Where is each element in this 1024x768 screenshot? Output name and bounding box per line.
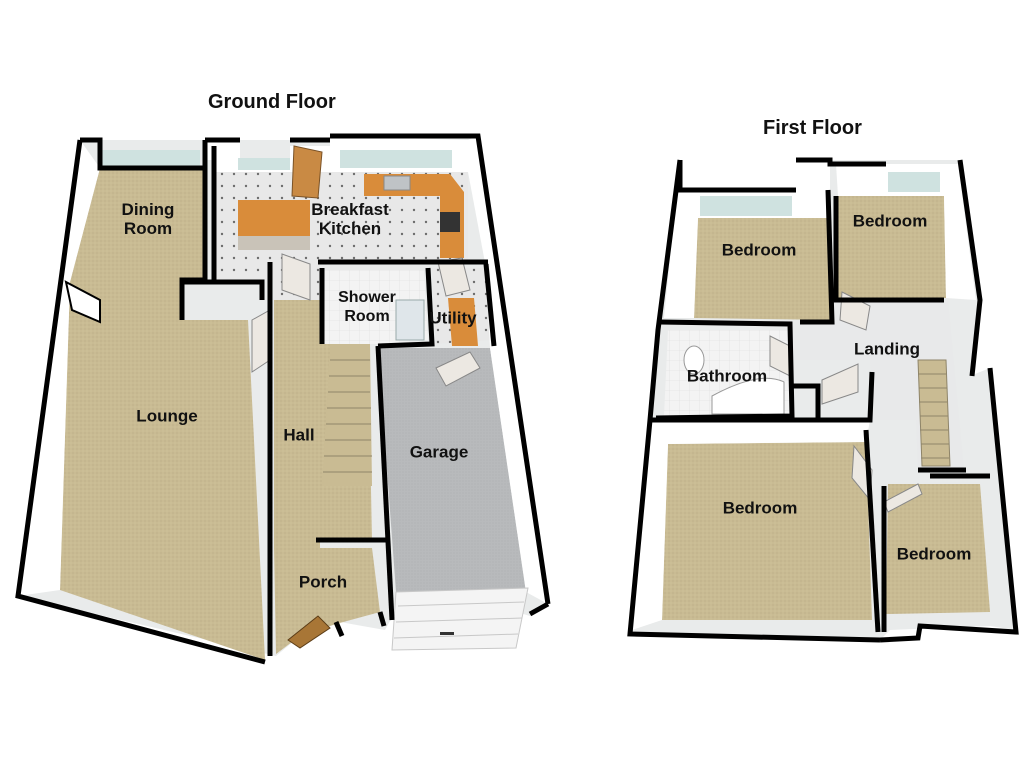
room-label-dining-room: Dining Room <box>122 200 175 238</box>
bedroom-top-right-window <box>888 172 940 192</box>
ground-stairs <box>322 344 372 486</box>
room-label-shower-line2: Room <box>344 308 390 325</box>
room-label-bedroom-bottom-left: Bedroom <box>722 498 798 518</box>
utility-worktop <box>448 298 478 346</box>
kitchen-island-front <box>238 236 310 250</box>
bath-tub <box>711 377 785 415</box>
room-label-breakfast-kitchen: Breakfast Kitchen <box>311 200 389 238</box>
bedroom-bottom-right-floor <box>886 484 990 614</box>
room-label-shower-room: Shower Room <box>338 288 396 326</box>
room-label-garage: Garage <box>409 442 469 462</box>
room-label-bathroom: Bathroom <box>686 366 768 386</box>
first-floor-plan <box>627 157 1019 643</box>
kitchen-hob <box>440 212 460 232</box>
bedroom-top-right-floor <box>838 196 946 300</box>
ground-walls <box>15 133 551 665</box>
room-label-bedroom-top-left: Bedroom <box>721 240 797 260</box>
bedroom-bottom-left-floor <box>662 442 872 620</box>
ground-floor-title: Ground Floor <box>208 91 336 113</box>
dining-window <box>100 150 200 168</box>
room-label-kitchen-line2: Kitchen <box>318 219 382 238</box>
shower-tray <box>395 299 425 341</box>
room-label-utility: Utility <box>429 308 477 328</box>
lounge-floor <box>60 168 265 660</box>
kitchen-island <box>238 200 310 236</box>
room-label-landing: Landing <box>853 339 921 359</box>
utility-door <box>437 257 471 297</box>
garage-door <box>391 587 529 651</box>
first-stair-treads <box>918 373 949 459</box>
kitchen-window <box>238 158 290 170</box>
room-label-porch: Porch <box>298 572 348 592</box>
bedroom-top-left-window <box>700 196 792 216</box>
room-label-dining-line2: Room <box>123 219 173 238</box>
garage-door-internal <box>435 351 481 387</box>
first-walls <box>627 157 1019 643</box>
kitchen-window-2 <box>340 150 452 168</box>
cupboard-door <box>821 363 859 405</box>
ground-floor-plan <box>15 133 551 665</box>
room-label-bedroom-bottom-right: Bedroom <box>896 544 972 564</box>
bedroom-top-left-floor <box>694 218 832 320</box>
room-label-hall: Hall <box>283 425 315 445</box>
kitchen-worktop <box>364 174 464 258</box>
room-label-bedroom-top-right: Bedroom <box>852 211 928 231</box>
kitchen-hall-door <box>281 253 311 301</box>
first-stairs <box>917 359 951 467</box>
lounge-left-wall <box>18 140 100 596</box>
kitchen-sink <box>383 175 411 191</box>
front-door <box>287 615 331 649</box>
room-label-shower-line1: Shower <box>338 289 396 306</box>
toilet <box>683 345 705 375</box>
room-label-lounge: Lounge <box>136 406 198 426</box>
porch-floor <box>274 548 380 654</box>
bedroom-bottom-right-door <box>883 483 923 513</box>
room-label-dining-line1: Dining <box>121 200 175 219</box>
back-door <box>291 145 323 199</box>
garage-floor <box>378 348 526 592</box>
first-floor-title: First Floor <box>763 117 862 139</box>
chimney-breast <box>64 280 101 324</box>
bedroom-bottom-left-wall <box>632 420 870 630</box>
room-label-kitchen-line1: Breakfast <box>311 200 389 219</box>
